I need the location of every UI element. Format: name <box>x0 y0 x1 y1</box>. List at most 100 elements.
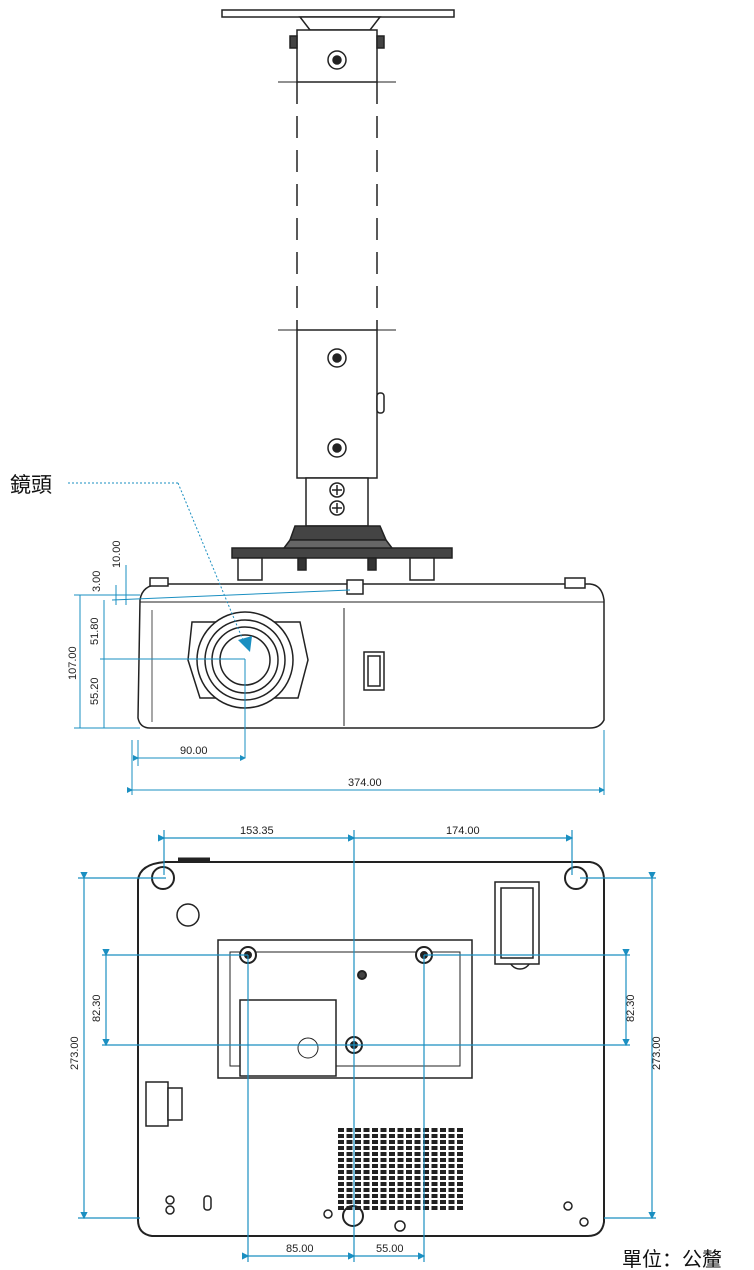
vent-slot <box>440 1200 446 1204</box>
vent-slot <box>448 1128 455 1132</box>
vent-slot <box>406 1128 412 1132</box>
vent-slot <box>431 1188 438 1192</box>
vent-slot <box>380 1182 387 1186</box>
vent-slot <box>380 1140 387 1144</box>
vent-slot <box>457 1200 463 1204</box>
vent-slot <box>397 1176 404 1180</box>
vent-slot <box>406 1164 412 1168</box>
vent-slot <box>346 1158 353 1162</box>
vent-slot <box>406 1206 412 1210</box>
vent-slot <box>440 1128 446 1132</box>
vent-slot <box>448 1158 455 1162</box>
vent-slot <box>440 1188 446 1192</box>
vent-slot <box>380 1170 387 1174</box>
dim-top-gap-b: 10.00 <box>111 540 123 568</box>
front-dimension-lines <box>74 565 605 795</box>
vent-slot <box>431 1128 438 1132</box>
vent-slot <box>380 1158 387 1162</box>
vent-slot <box>355 1188 361 1192</box>
vent-slot <box>423 1182 429 1186</box>
vent-slot <box>380 1146 387 1150</box>
vent-slot <box>338 1146 344 1150</box>
vent-slot <box>397 1206 404 1210</box>
vent-slot <box>355 1170 361 1174</box>
projector-front-view <box>137 577 605 729</box>
vent-slot <box>372 1206 378 1210</box>
vent-slot <box>372 1170 378 1174</box>
vent-slot <box>414 1206 421 1210</box>
vent-slot <box>380 1134 387 1138</box>
vent-slot <box>389 1182 395 1186</box>
vent-slot <box>448 1170 455 1174</box>
vent-slot <box>414 1194 421 1198</box>
vent-slot <box>346 1182 353 1186</box>
vent-slot <box>431 1140 438 1144</box>
vent-slot <box>380 1188 387 1192</box>
vent-slot <box>389 1194 395 1198</box>
vent-slot <box>338 1140 344 1144</box>
vent-slot <box>363 1164 370 1168</box>
vent-slot <box>423 1140 429 1144</box>
vent-slot <box>457 1182 463 1186</box>
vent-slot <box>380 1194 387 1198</box>
vent-slot <box>372 1164 378 1168</box>
vent-slot <box>338 1128 344 1132</box>
vent-slot <box>431 1146 438 1150</box>
vent-slot <box>372 1152 378 1156</box>
vent-slot <box>372 1182 378 1186</box>
vent-slot <box>440 1182 446 1186</box>
vent-slot <box>355 1206 361 1210</box>
vent-slot <box>448 1176 455 1180</box>
vent-slot <box>414 1164 421 1168</box>
vent-slot <box>406 1194 412 1198</box>
vent-slot <box>397 1146 404 1150</box>
vent-slot <box>346 1164 353 1168</box>
vent-slot <box>338 1200 344 1204</box>
vent-slot <box>346 1200 353 1204</box>
vent-slot <box>355 1134 361 1138</box>
vent-slot <box>346 1128 353 1132</box>
vent-slot <box>363 1158 370 1162</box>
vent-slot <box>355 1128 361 1132</box>
vent-slot <box>431 1158 438 1162</box>
vent-slot <box>423 1176 429 1180</box>
vent-slot <box>414 1146 421 1150</box>
lens-callout <box>68 482 252 652</box>
vent-slot <box>389 1152 395 1156</box>
vent-slot <box>363 1170 370 1174</box>
vent-slot <box>423 1158 429 1162</box>
vent-slot <box>389 1146 395 1150</box>
vent-slot <box>346 1146 353 1150</box>
vent-slot <box>355 1164 361 1168</box>
vent-slot <box>414 1140 421 1144</box>
vent-slot <box>431 1164 438 1168</box>
vent-slot <box>338 1158 344 1162</box>
vent-slot <box>423 1188 429 1192</box>
vent-slot <box>440 1140 446 1144</box>
vent-slot <box>448 1182 455 1186</box>
vent-slot <box>431 1176 438 1180</box>
vent-slot <box>440 1152 446 1156</box>
vent-slot <box>406 1146 412 1150</box>
vent-slot <box>372 1140 378 1144</box>
vent-grid <box>338 1128 463 1210</box>
dim-lens-offset: 90.00 <box>180 745 208 757</box>
projector-bottom-view <box>137 857 605 1237</box>
vent-slot <box>457 1134 463 1138</box>
vent-slot <box>423 1134 429 1138</box>
vent-slot <box>389 1128 395 1132</box>
vent-slot <box>448 1134 455 1138</box>
vent-slot <box>363 1140 370 1144</box>
vent-slot <box>440 1134 446 1138</box>
vent-slot <box>448 1152 455 1156</box>
dim-width: 374.00 <box>348 777 382 789</box>
vent-slot <box>448 1200 455 1204</box>
vent-slot <box>423 1146 429 1150</box>
vent-slot <box>389 1134 395 1138</box>
vent-slot <box>363 1200 370 1204</box>
dim-bottom-left: 85.00 <box>286 1243 314 1255</box>
vent-slot <box>448 1146 455 1150</box>
vent-slot <box>346 1206 353 1210</box>
vent-slot <box>431 1200 438 1204</box>
vent-slot <box>338 1206 344 1210</box>
